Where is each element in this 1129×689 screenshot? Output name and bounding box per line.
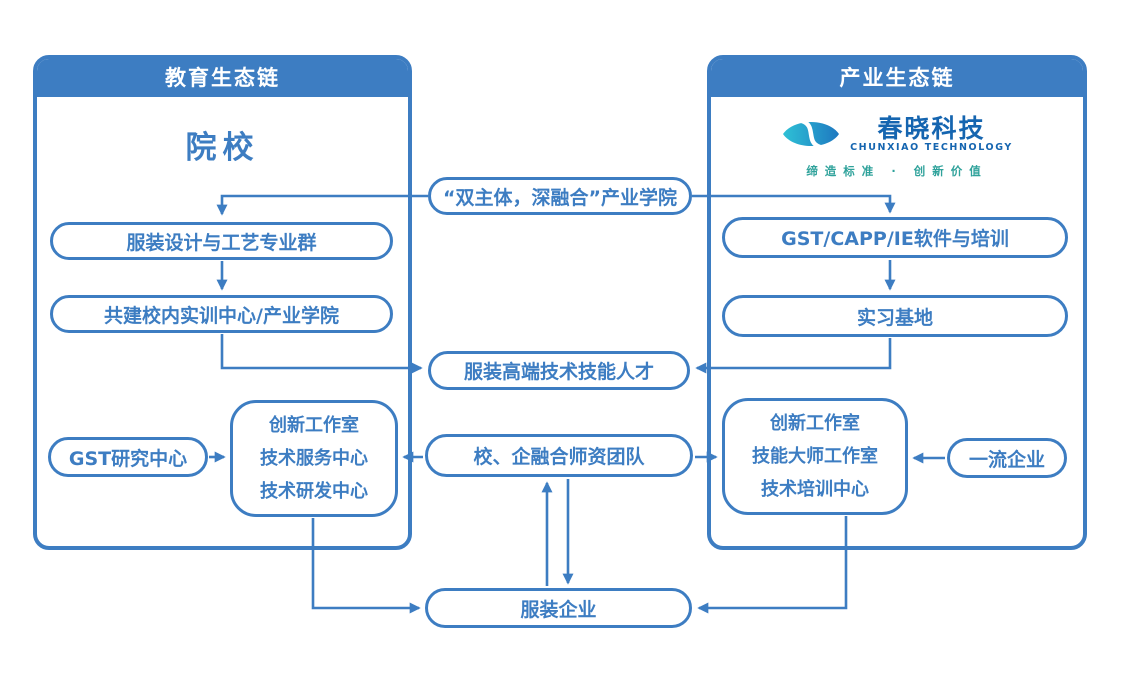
node-training-center: 共建校内实训中心/产业学院 xyxy=(50,295,393,333)
right-centers-line2: 技能大师工作室 xyxy=(752,446,878,467)
logo-name-en: CHUNXIAO TECHNOLOGY xyxy=(850,141,1013,153)
chunxiao-logo-icon xyxy=(783,118,840,150)
node-internship-base: 实习基地 xyxy=(722,295,1068,337)
logo-tagline: 缔造标准 · 创新价值 xyxy=(806,164,988,178)
colleges-title: 院校 xyxy=(185,130,260,166)
left-centers-line3: 技术研发中心 xyxy=(260,481,368,502)
education-chain-header: 教育生态链 xyxy=(37,59,408,101)
node-industry-college: “双主体，深融合”产业学院 xyxy=(428,177,692,215)
chunxiao-logo-texts: 春晓科技 CHUNXIAO TECHNOLOGY xyxy=(850,115,1013,154)
chunxiao-logo-row: 春晓科技 CHUNXIAO TECHNOLOGY xyxy=(781,114,1013,154)
industry-chain-header: 产业生态链 xyxy=(711,59,1083,101)
node-software-training: GST/CAPP/IE软件与培训 xyxy=(722,217,1068,258)
right-centers-line3: 技术培训中心 xyxy=(761,479,869,500)
left-centers-line2: 技术服务中心 xyxy=(260,448,368,469)
chunxiao-logo: 春晓科技 CHUNXIAO TECHNOLOGY 缔造标准 · 创新价值 xyxy=(707,114,1087,179)
node-gst-research: GST研究中心 xyxy=(48,437,208,477)
right-centers-line1: 创新工作室 xyxy=(770,413,860,434)
node-major-group: 服装设计与工艺专业群 xyxy=(50,222,393,260)
logo-name-cn: 春晓科技 xyxy=(877,113,986,143)
node-talent: 服装高端技术技能人才 xyxy=(428,351,690,390)
node-teacher-team: 校、企融合师资团队 xyxy=(425,434,693,477)
left-centers-line1: 创新工作室 xyxy=(269,415,359,436)
node-left-centers: 创新工作室 技术服务中心 技术研发中心 xyxy=(230,400,398,517)
node-right-centers: 创新工作室 技能大师工作室 技术培训中心 xyxy=(722,398,908,515)
node-top-enterprise: 一流企业 xyxy=(947,438,1067,478)
node-garment-enterprise: 服装企业 xyxy=(425,588,692,628)
